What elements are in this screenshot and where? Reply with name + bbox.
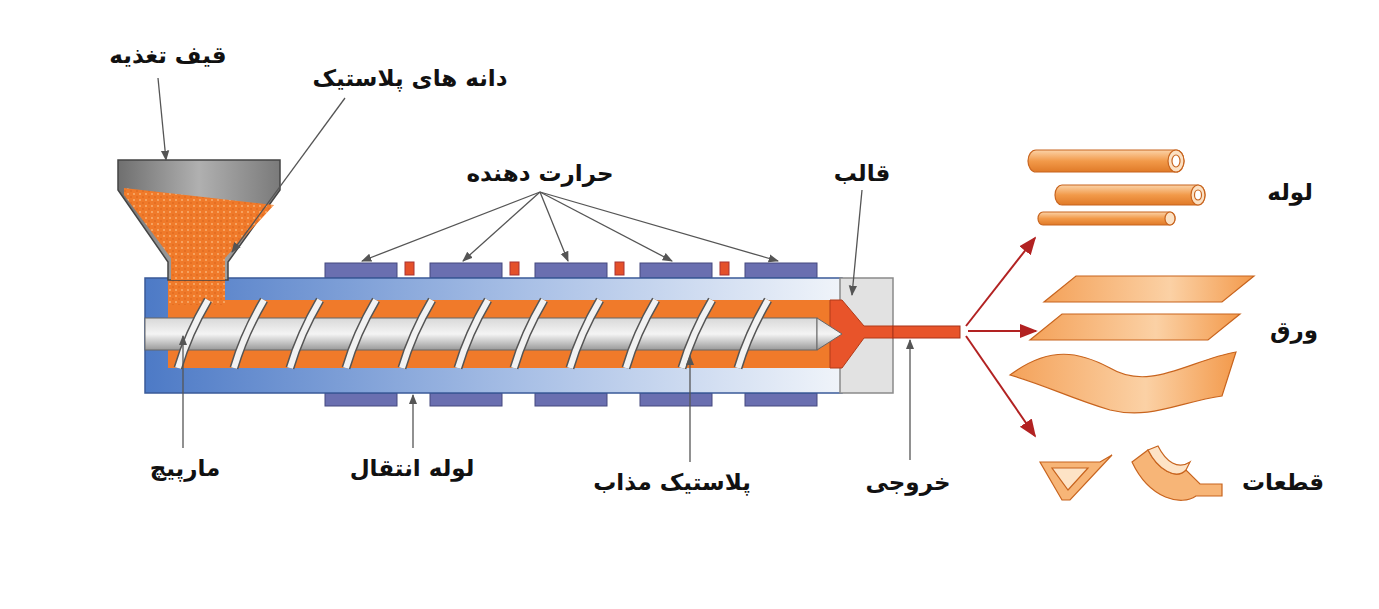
leader-line	[909, 340, 910, 460]
leader-line	[852, 190, 862, 295]
part-products	[1040, 446, 1222, 500]
sheet	[1030, 314, 1240, 340]
flight	[738, 300, 768, 368]
pipe-end	[1165, 212, 1175, 225]
pipe-end	[1191, 185, 1205, 205]
part-label: خروجی	[863, 469, 952, 495]
part-label: لوله	[1265, 179, 1315, 205]
part-label: قطعات	[1240, 469, 1326, 495]
flight-edge	[626, 300, 656, 368]
screw-tip	[817, 318, 842, 350]
flight-edge	[570, 300, 600, 368]
flight	[234, 300, 264, 368]
pipe	[1028, 150, 1184, 172]
leader-line	[232, 98, 345, 252]
leader-line	[540, 192, 672, 261]
part-label: دانه های پلاستیک	[311, 65, 510, 91]
flight	[626, 300, 656, 368]
flight	[458, 300, 488, 368]
pipe	[1055, 185, 1205, 205]
thermocouple	[510, 262, 519, 275]
heater	[325, 263, 397, 278]
flight-edge	[514, 300, 544, 368]
pipe-bore	[1195, 190, 1202, 200]
part-label: قالب	[832, 160, 893, 186]
part-label: ورق	[1268, 317, 1320, 343]
heater	[430, 393, 502, 406]
sheet-products	[1010, 276, 1254, 413]
flight	[290, 300, 320, 368]
leader-line	[463, 192, 540, 261]
flight-edge	[290, 300, 320, 368]
leader-line	[362, 192, 540, 261]
pipe-bore	[1172, 155, 1180, 167]
part-label: حرارت دهنده	[464, 160, 615, 186]
heater	[640, 263, 712, 278]
hopper-pellets	[124, 188, 274, 258]
thermocouple	[615, 262, 624, 275]
extrudate	[893, 326, 960, 338]
heater	[325, 393, 397, 406]
part-label: پلاستیک مذاب	[591, 469, 753, 495]
wavy-sheet	[1010, 352, 1236, 413]
heater	[640, 393, 712, 406]
flight	[682, 300, 712, 368]
screw-flights	[178, 300, 768, 368]
heater	[430, 263, 502, 278]
pipe-end	[1168, 150, 1184, 172]
flight-edge	[234, 300, 264, 368]
flight-edge	[458, 300, 488, 368]
product-arrow	[966, 238, 1035, 326]
hopper-neck	[171, 258, 225, 280]
flight	[570, 300, 600, 368]
flight-edge	[346, 300, 376, 368]
heater	[535, 393, 607, 406]
pipe-products	[1028, 150, 1205, 225]
flight	[402, 300, 432, 368]
heater	[535, 263, 607, 278]
flight-edge	[402, 300, 432, 368]
leader-line	[182, 336, 183, 448]
part-label: قیف تغذیه	[107, 42, 228, 68]
leader-line	[540, 192, 778, 261]
heater	[745, 393, 817, 406]
sheet	[1044, 276, 1254, 302]
product-arrow	[968, 330, 1036, 332]
part	[1040, 455, 1112, 500]
feed-throat	[168, 255, 225, 305]
thermocouple	[405, 262, 414, 275]
leader-line	[158, 78, 166, 160]
flight-edge	[682, 300, 712, 368]
part-label: مارپیچ	[148, 455, 223, 481]
thermocouple	[720, 262, 729, 275]
flight	[514, 300, 544, 368]
leader-line	[412, 395, 413, 448]
heater	[745, 263, 817, 278]
part-face	[1052, 468, 1088, 490]
leader-lines	[158, 78, 910, 462]
pipe	[1038, 212, 1175, 225]
barrel	[145, 278, 842, 393]
leader-line	[689, 356, 690, 462]
part-label: لوله انتقال	[348, 455, 477, 481]
leader-line	[540, 192, 568, 261]
part-face	[1148, 446, 1190, 474]
flight	[346, 300, 376, 368]
part	[1132, 450, 1222, 500]
flight-edge	[738, 300, 768, 368]
product-arrow	[966, 336, 1035, 436]
product-arrows	[966, 238, 1036, 436]
